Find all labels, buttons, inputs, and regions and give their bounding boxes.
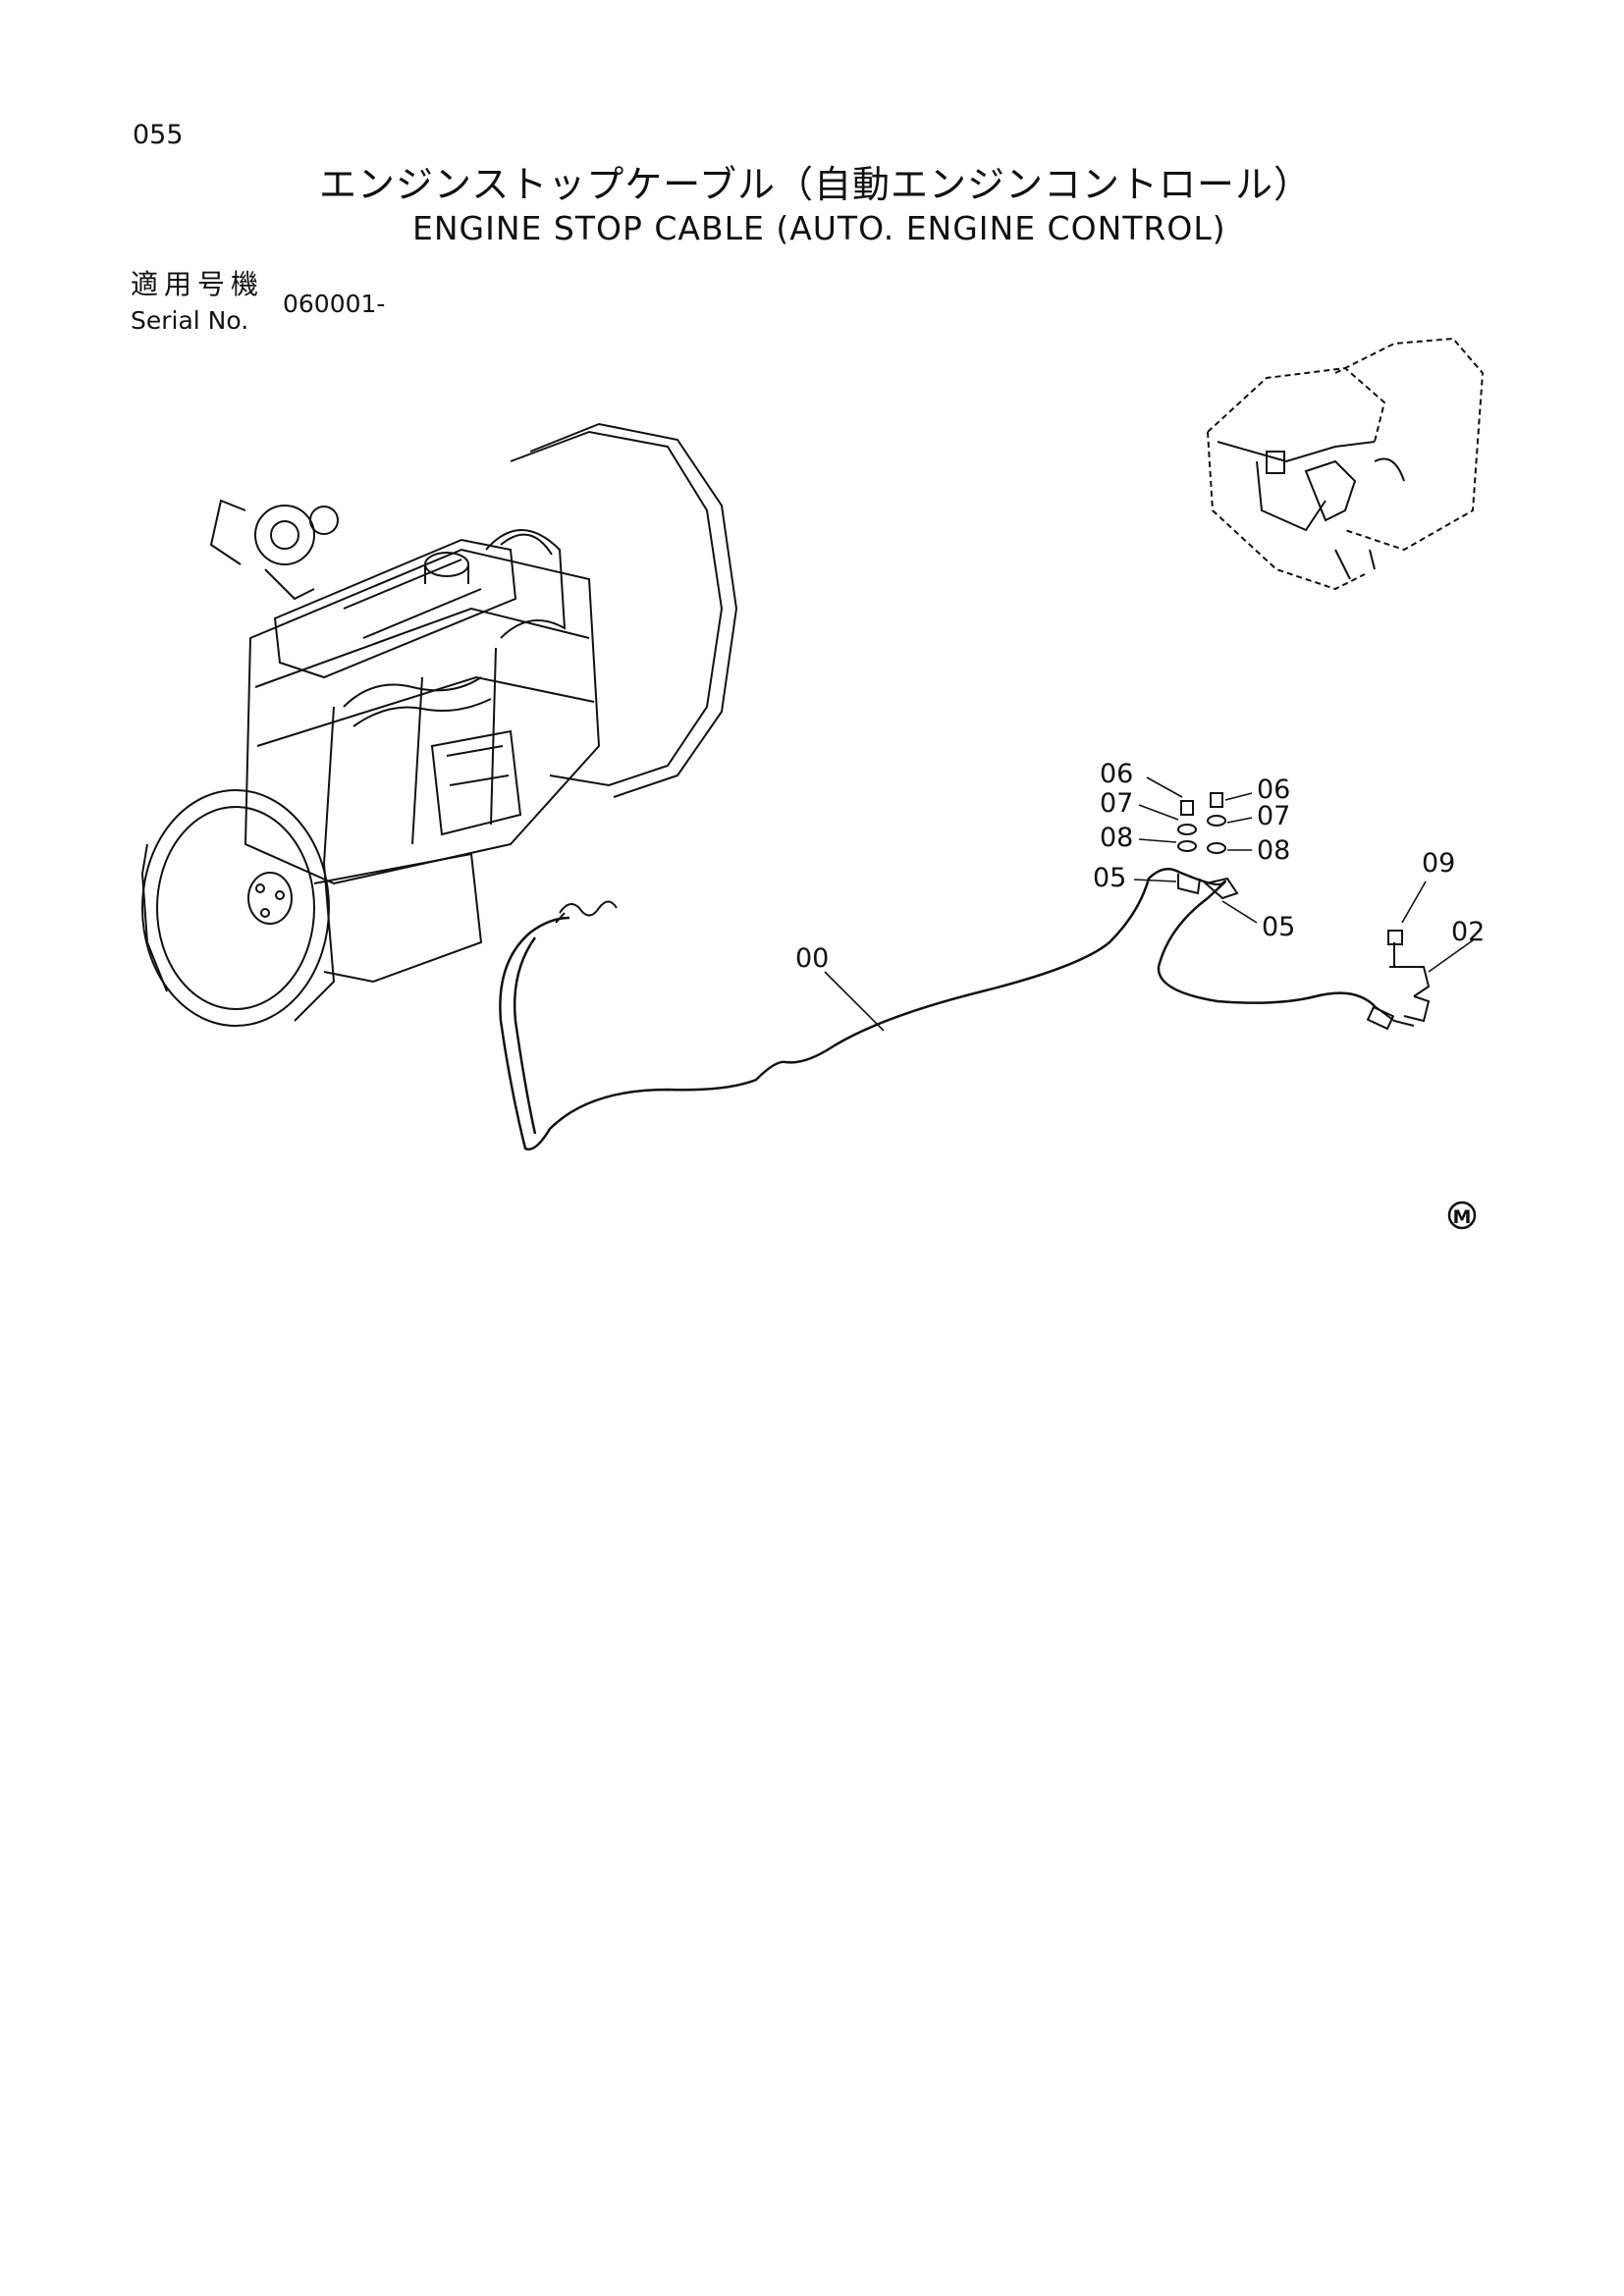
callout-02: 02 [1451, 917, 1485, 947]
callout-08-left: 08 [1100, 823, 1133, 853]
stop-cable [499, 867, 1376, 1151]
callout-05-left: 05 [1093, 863, 1126, 893]
callout-09: 09 [1422, 848, 1455, 879]
leader-lines [824, 776, 1474, 1032]
engine-illustration [140, 422, 738, 1027]
callout-08-right: 08 [1257, 835, 1290, 866]
machine-location-inset [1207, 337, 1485, 591]
callout-06-left: 06 [1100, 759, 1133, 789]
clamps-bolts-washers [1177, 792, 1239, 900]
title-japanese: エンジンストップケーブル（自動エンジンコントロール） [319, 163, 1312, 206]
circled-m-mark: M [1447, 1201, 1477, 1230]
callout-06-right: 06 [1257, 774, 1290, 805]
serial-number-value: 060001- [283, 290, 386, 318]
mark-letter: M [1453, 1206, 1472, 1228]
callout-07-left: 07 [1100, 788, 1133, 819]
callout-05-right: 05 [1262, 912, 1295, 942]
cable-end-bracket [1366, 930, 1431, 1031]
page-number: 055 [133, 120, 184, 150]
callout-00: 00 [795, 943, 829, 974]
serial-label-english: Serial No. [131, 306, 249, 335]
serial-label-japanese: 適用号機 [131, 268, 265, 300]
callout-07-right: 07 [1257, 801, 1290, 831]
title-english: ENGINE STOP CABLE (AUTO. ENGINE CONTROL) [412, 209, 1226, 247]
